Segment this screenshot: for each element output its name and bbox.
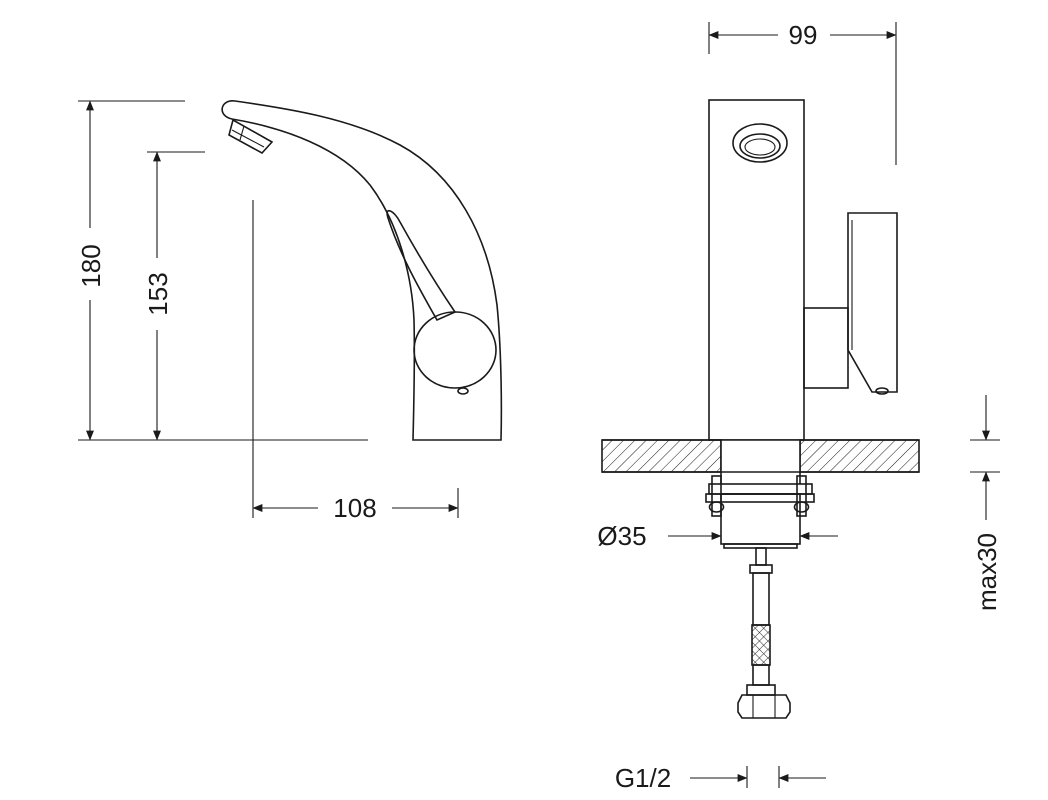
dim-label-153: 153 [143,272,173,315]
dimension-thread: G1/2 [615,763,826,793]
dimension-spout-height: 153 [143,151,173,441]
dimension-total-height: 180 [76,100,106,441]
dimension-spout-reach: 108 [252,493,459,523]
dim-label-max30: max30 [972,533,1002,611]
faucet-side-outline [221,100,503,441]
front-view: 99 [597,20,1002,793]
dimension-base-diameter: Ø35 [597,521,838,551]
dim-label-diameter-35: Ø35 [597,521,646,551]
supply-hose [737,547,791,719]
side-view: 180 153 108 [76,100,503,523]
dim-label-g1-2: G1/2 [615,763,671,793]
dim-label-180: 180 [76,244,106,287]
mounting-hardware [705,472,815,549]
dim-label-108: 108 [333,493,376,523]
dimension-deck-thickness: max30 [970,395,1002,611]
countertop-section [601,439,920,473]
faucet-front-body [708,99,898,441]
dim-label-99: 99 [789,20,818,50]
dimension-body-width: 99 [708,20,897,50]
